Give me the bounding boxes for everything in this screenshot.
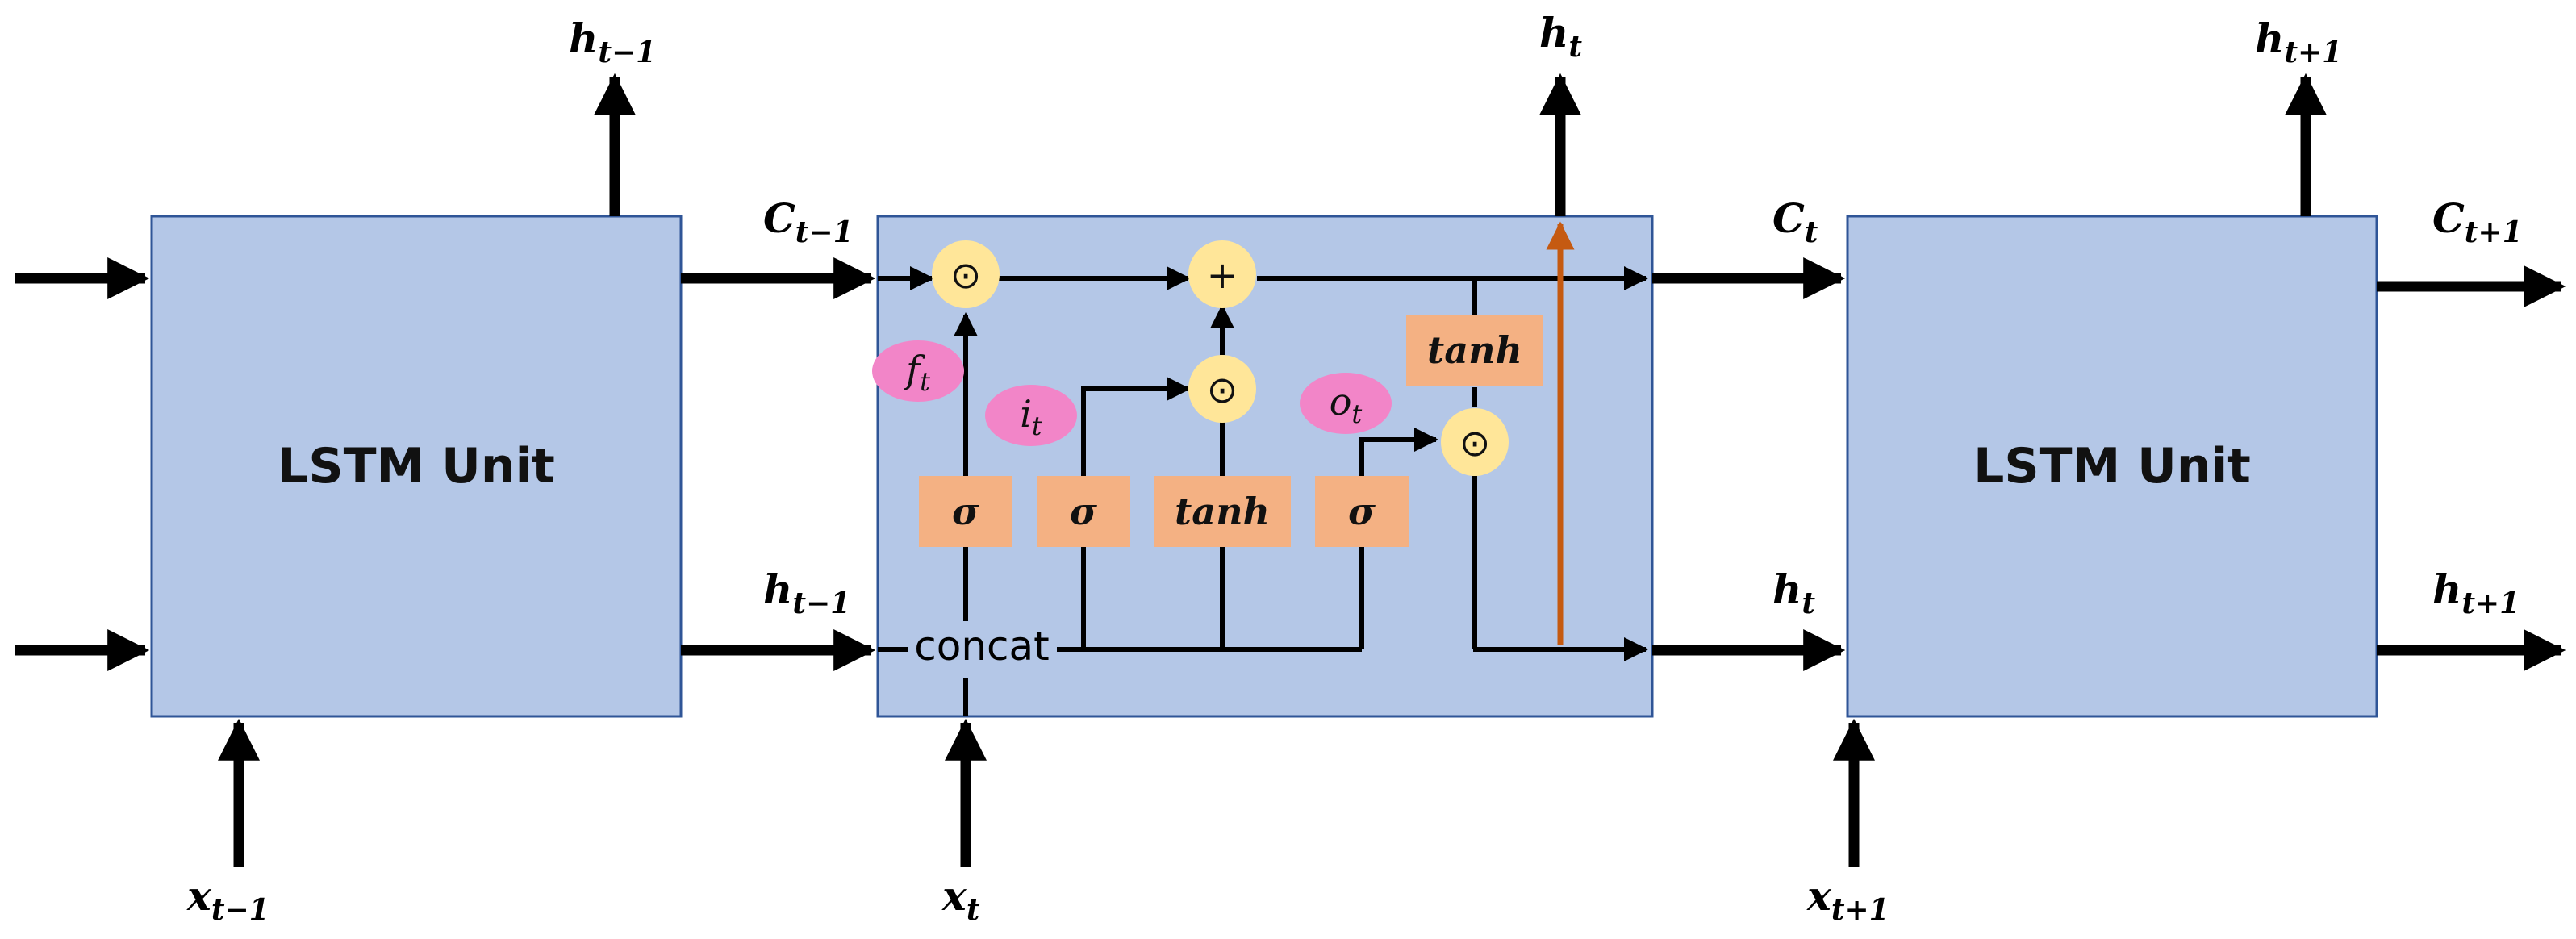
cell-output-tanh: tanh [1406,315,1543,386]
label-c-prev: Ct−1 [763,194,854,249]
label-c-next: Ct+1 [2432,194,2523,249]
left-unit-label: LSTM Unit [278,438,555,495]
label-x-next: xt+1 [1806,872,1889,927]
svg-text:⊙: ⊙ [1207,368,1238,411]
label-x-prev: xt−1 [186,872,269,927]
output-gate-label: ot [1300,373,1392,434]
forget-gate-sigma: σ [919,476,1012,547]
output-multiply-op: ⊙ [1441,408,1509,476]
forget-gate-label: ft [872,340,964,402]
label-h-t-mid: ht [1772,565,1815,620]
svg-text:it: it [1020,392,1042,441]
label-h-next-top: ht+1 [2255,15,2342,69]
right-lstm-unit: LSTM Unit [1846,215,2378,718]
label-h-prev-mid: ht−1 [763,565,850,620]
input-multiply-op: ⊙ [1188,355,1256,423]
svg-text:⊙: ⊙ [950,253,982,297]
svg-text:σ: σ [1348,490,1376,533]
svg-text:+: + [1207,253,1238,297]
label-h-t-top: ht [1539,9,1582,64]
center-lstm-cell: σ σ tanh σ tanh concat ⊙ + [872,215,1654,718]
label-x-t: xt [941,872,980,927]
output-gate-sigma: σ [1315,476,1409,547]
svg-text:σ: σ [952,490,979,533]
label-h-next-mid: ht+1 [2432,565,2520,620]
input-gate-label: it [985,385,1077,446]
label-h-prev-top: ht−1 [569,15,656,69]
svg-text:⊙: ⊙ [1459,421,1491,465]
forget-multiply-op: ⊙ [932,240,1000,308]
right-unit-label: LSTM Unit [1973,438,2251,495]
svg-text:tanh: tanh [1427,328,1522,372]
svg-text:σ: σ [1070,490,1097,533]
candidate-tanh: tanh [1154,476,1291,547]
svg-text:ot: ot [1330,380,1363,429]
input-gate-sigma: σ [1037,476,1130,547]
svg-text:tanh: tanh [1175,490,1270,533]
concat-label: concat [914,623,1050,670]
cell-add-op: + [1188,240,1256,308]
left-lstm-unit: LSTM Unit [150,215,683,718]
label-c-t: Ct [1772,194,1818,249]
concat-label-bg [908,621,1057,678]
